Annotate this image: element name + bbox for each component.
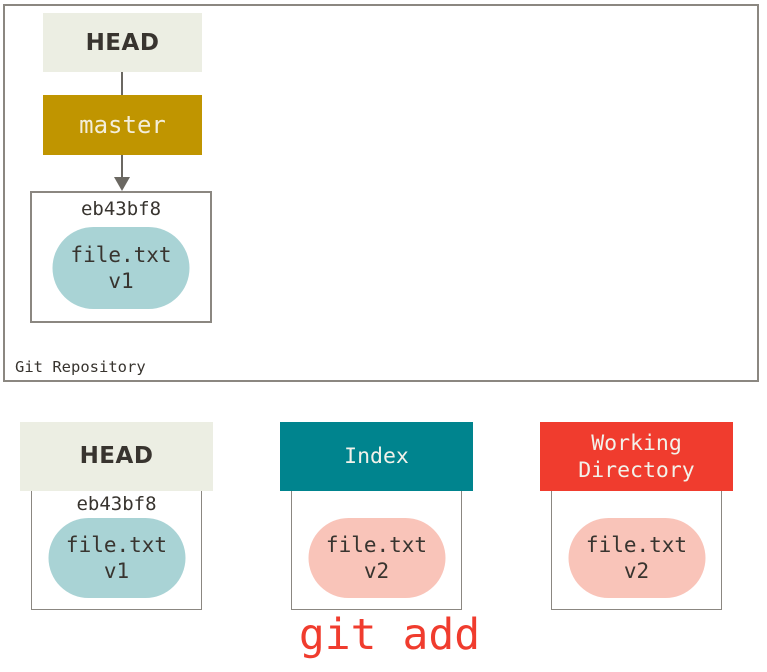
head-column: HEAD eb43bf8 file.txt v1 bbox=[20, 422, 213, 612]
git-repository-label: Git Repository bbox=[15, 358, 146, 376]
blob-file-version: v2 bbox=[623, 559, 650, 583]
blob-file-name: file.txt bbox=[585, 533, 688, 557]
blob-file-version: v2 bbox=[363, 559, 390, 583]
head-ref-box: HEAD bbox=[43, 13, 202, 72]
commit-box: eb43bf8 file.txt v1 bbox=[30, 191, 212, 323]
head-to-master-connector bbox=[121, 72, 123, 95]
master-to-commit-connector bbox=[121, 155, 123, 181]
working-directory-file-blob: file.txt v2 bbox=[568, 518, 705, 598]
index-column-header: Index bbox=[280, 422, 473, 491]
commit-id: eb43bf8 bbox=[80, 198, 162, 220]
arrowhead-icon bbox=[114, 177, 130, 191]
index-column: Index file.txt v2 bbox=[280, 422, 473, 612]
index-column-file-blob: file.txt v2 bbox=[308, 518, 445, 598]
working-directory-column: Working Directory file.txt v2 bbox=[540, 422, 733, 612]
working-directory-column-header: Working Directory bbox=[540, 422, 733, 491]
file-blob: file.txt v1 bbox=[52, 227, 190, 309]
blob-file-version: v1 bbox=[103, 559, 130, 583]
blob-file-name: file.txt bbox=[65, 533, 168, 557]
head-column-header: HEAD bbox=[20, 422, 213, 491]
head-column-commit-id: eb43bf8 bbox=[76, 493, 157, 515]
head-column-file-blob: file.txt v1 bbox=[48, 518, 185, 598]
git-add-command-caption: git add bbox=[298, 610, 481, 660]
master-branch-box: master bbox=[43, 95, 202, 155]
blob-file-name: file.txt bbox=[325, 533, 428, 557]
blob-file-name: file.txt bbox=[70, 243, 172, 267]
blob-file-version: v1 bbox=[108, 269, 134, 293]
